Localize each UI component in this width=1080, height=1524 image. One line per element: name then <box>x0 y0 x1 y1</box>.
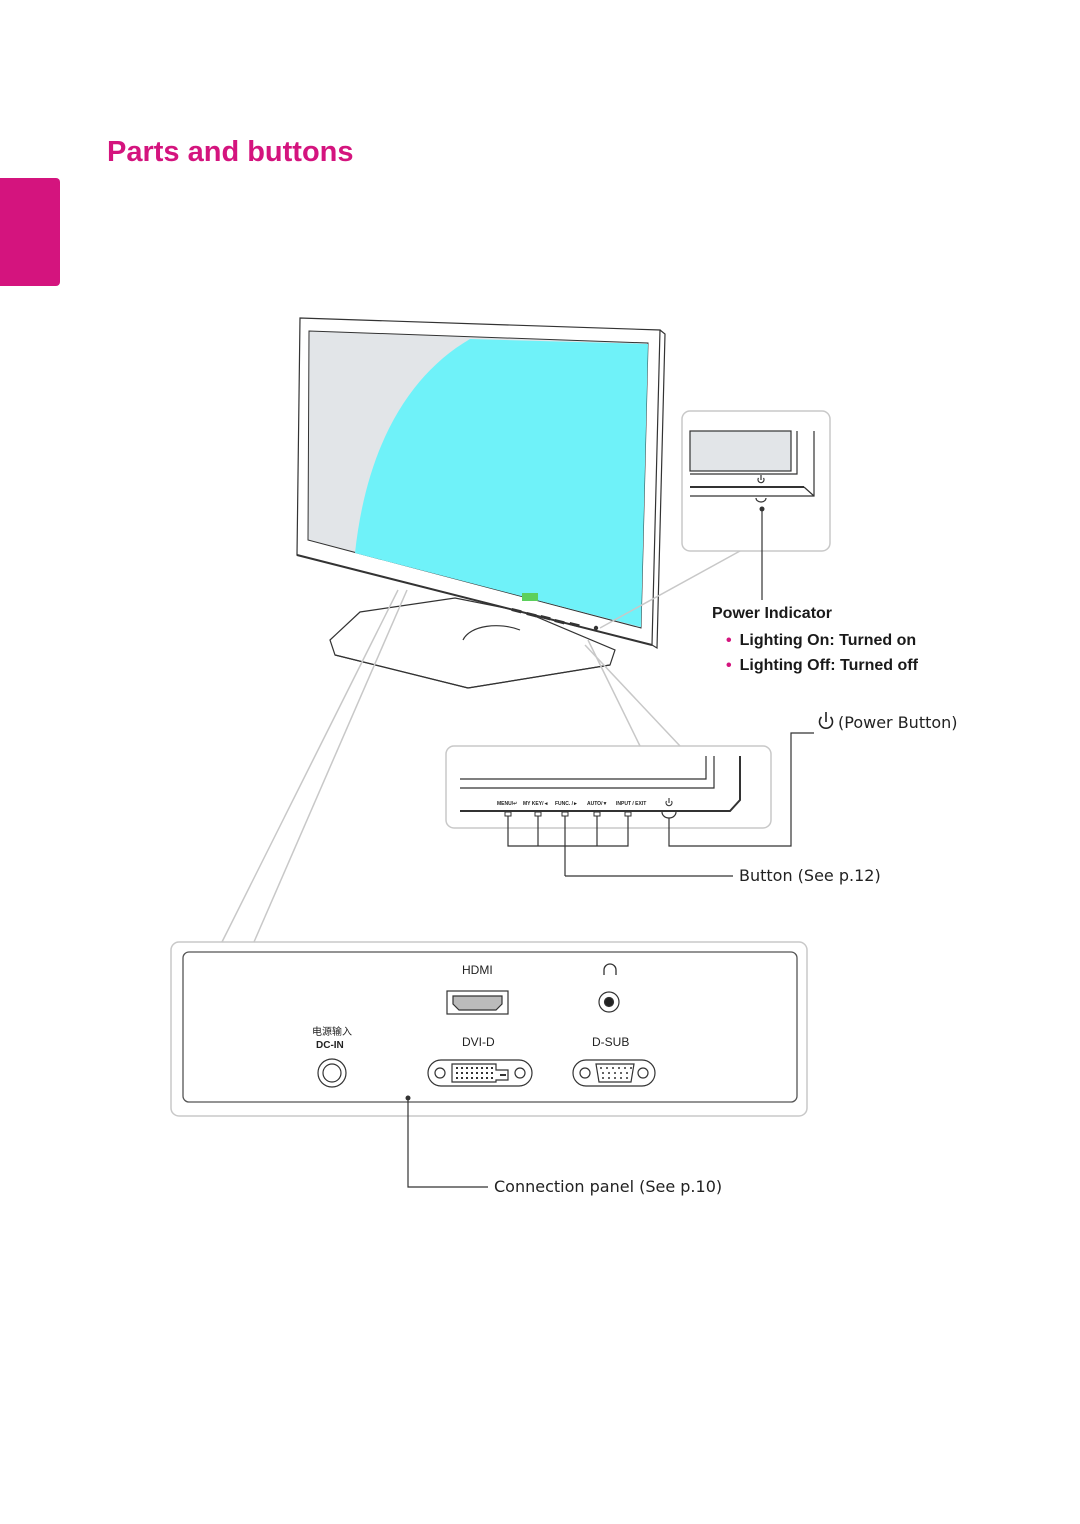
power-icon <box>818 712 834 729</box>
bullet-icon: • <box>726 657 732 674</box>
power-indicator-heading: Power Indicator <box>712 605 833 622</box>
d-sub-pins <box>600 1067 632 1079</box>
screen-wallpaper <box>355 339 648 627</box>
headphone-jack <box>598 991 620 1013</box>
button-label-auto: AUTO/▼ <box>587 801 607 807</box>
button-label-menu: MENU/↵ <box>497 801 517 807</box>
screen-highlight <box>522 593 538 601</box>
power-indicator-list: • Lighting On: Turned on • Lighting Off: T… <box>726 630 918 680</box>
monitor-bezel-bottom <box>296 554 653 646</box>
bullet-icon: • <box>726 632 732 649</box>
chapter-side-tab <box>0 178 60 286</box>
page-title: Parts and buttons <box>107 136 354 168</box>
front-button-nubs <box>504 811 632 817</box>
hdmi-label: HDMI <box>462 963 493 977</box>
connection-panel-labels: HDMI 电源输入 DC-IN DVI-D D-SUB <box>312 963 629 1051</box>
dc-in-port <box>317 1058 347 1088</box>
zoom-box-front-buttons <box>445 745 772 829</box>
dvi-d-label: DVI-D <box>462 1035 495 1049</box>
button-label-mykey: MY KEY/◄ <box>523 801 548 807</box>
dc-in-cn-label: 电源输入 <box>312 1025 352 1038</box>
button-label-input: INPUT / EXIT <box>616 801 646 807</box>
power-indicator-on-text: Lighting On: Turned on <box>739 632 917 649</box>
dvi-d-port <box>427 1059 533 1087</box>
hdmi-port <box>446 990 509 1015</box>
headphone-icon <box>603 963 617 975</box>
power-icon <box>757 475 765 484</box>
connection-panel-callout: Connection panel (See p.10) <box>494 1177 723 1196</box>
power-icon <box>665 798 673 807</box>
bezel-button-marks <box>511 608 599 631</box>
d-sub-label: D-SUB <box>592 1035 629 1049</box>
power-button-callout: (Power Button) <box>838 713 958 732</box>
list-item: • Lighting Off: Turned off <box>726 655 918 680</box>
power-indicator-off-text: Lighting Off: Turned off <box>739 657 918 674</box>
list-item: • Lighting On: Turned on <box>726 630 918 655</box>
stand-neck <box>462 625 521 641</box>
button-callout: Button (See p.12) <box>739 866 881 885</box>
button-label-func: FUNC. /► <box>555 801 578 807</box>
dc-in-label: DC-IN <box>316 1040 344 1051</box>
front-button-labels: MENU/↵ MY KEY/◄ FUNC. /► AUTO/▼ INPUT / … <box>497 801 646 807</box>
dvi-d-pins <box>456 1067 506 1079</box>
